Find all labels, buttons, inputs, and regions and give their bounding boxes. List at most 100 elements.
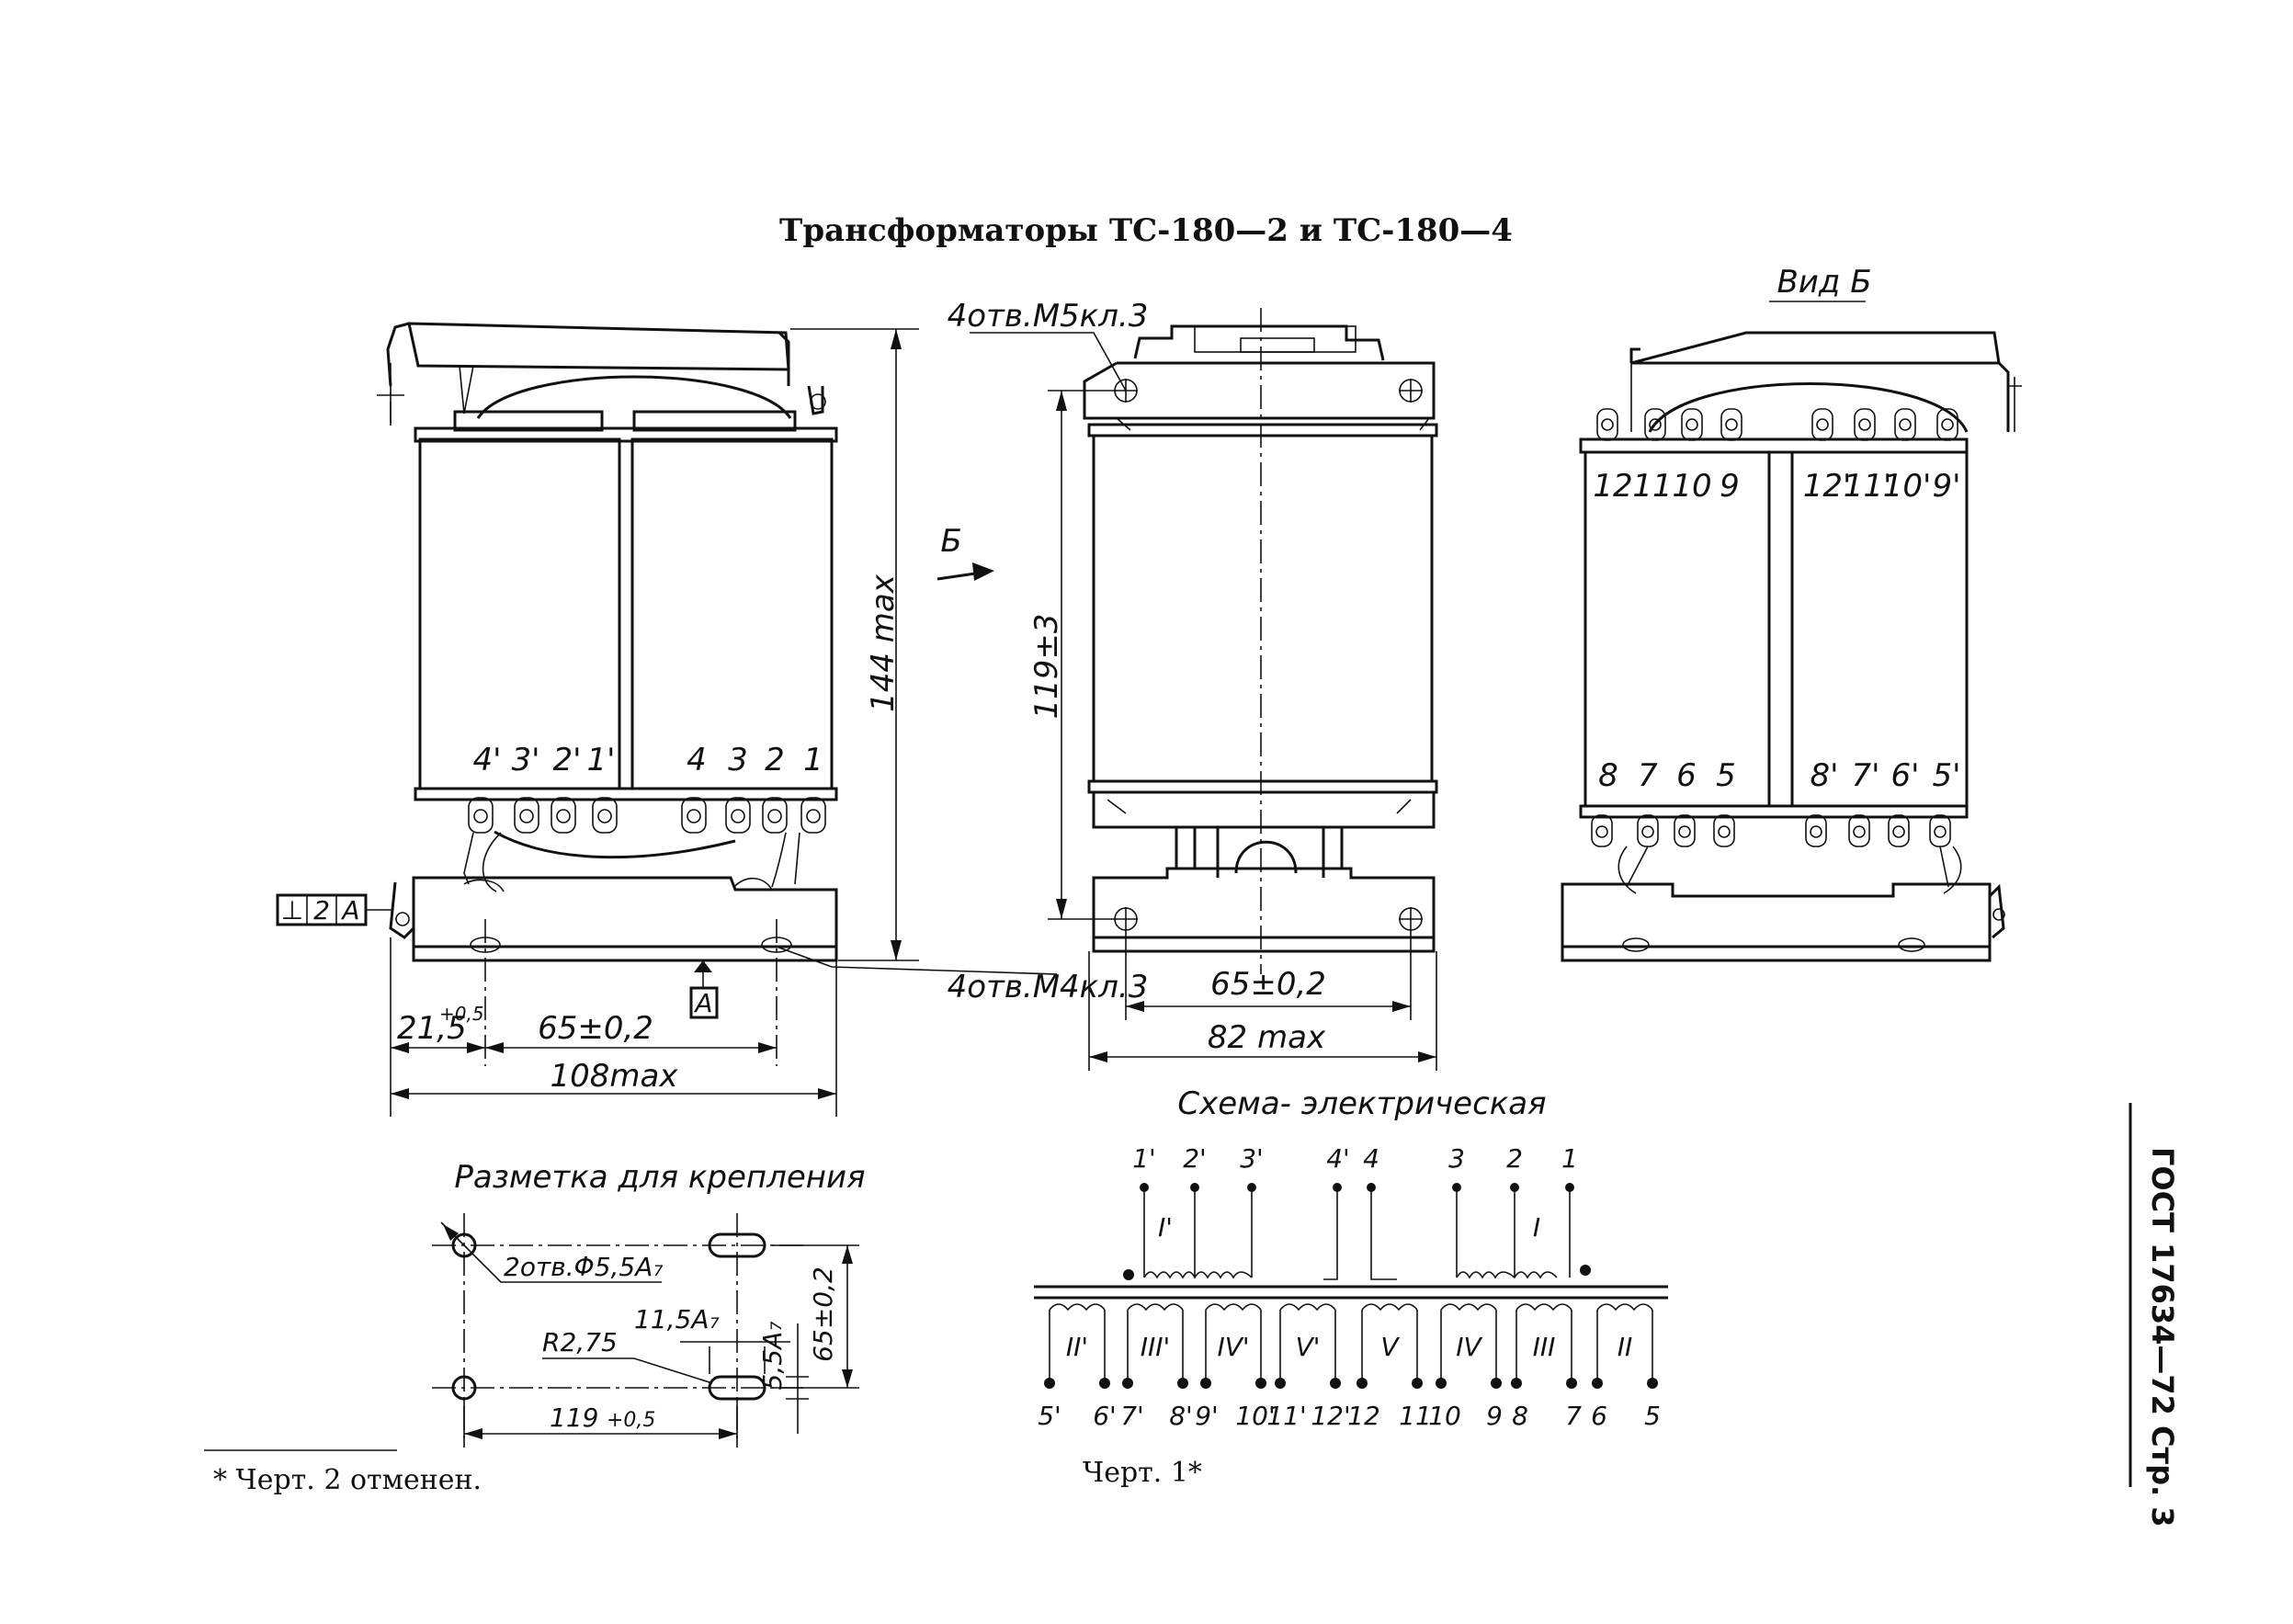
terminal-label: 3' <box>512 742 540 778</box>
terminal-label: 6' <box>1891 757 1920 794</box>
terminal-label: 6 <box>1676 757 1697 794</box>
marking-holes: 2отв.Φ5,5A₇ <box>504 1252 664 1282</box>
dim-height-144: 144 max <box>865 574 902 712</box>
scheme-terminal: 5 <box>1644 1401 1661 1431</box>
dim-pitch-side: 65±0,2 <box>1210 966 1326 1003</box>
footnote: * Черт. 2 отменен. <box>213 1464 482 1496</box>
scheme-terminal: 8 <box>1512 1401 1528 1431</box>
marking-title: Разметка для крепления <box>454 1159 865 1196</box>
marking-slot-height: 5,5A₇ <box>757 1321 788 1391</box>
secondary-label: V <box>1380 1332 1400 1362</box>
tolerance-value: 2 <box>313 895 330 926</box>
scheme-terminal: 3 <box>1448 1143 1465 1174</box>
terminal-label: 4' <box>473 742 502 778</box>
scheme-terminal: 3' <box>1240 1143 1264 1174</box>
secondary-label: V' <box>1296 1332 1321 1362</box>
scheme-bottom-terminals: 5' 6' 7' 8' 9' 10' 11' 12' 12 11 10 9 8 … <box>1038 1401 1661 1431</box>
terminal-label: 7' <box>1852 757 1880 794</box>
primary-label-right: I <box>1533 1212 1540 1243</box>
terminal-label: 2 <box>765 742 785 778</box>
side-view: 4отв.М5кл.3 119±3 65±0,2 82 max <box>948 298 1438 1071</box>
terminal-label: 9' <box>1933 468 1961 505</box>
primary-label-left: I' <box>1158 1212 1173 1243</box>
scheme-terminal: 1 <box>1561 1143 1578 1174</box>
secondary-label: II <box>1618 1332 1633 1362</box>
scheme-terminal: 6 <box>1591 1401 1607 1431</box>
mounting-marking: Разметка для крепления 2отв.Φ5,5A₇ R2,75… <box>432 1159 866 1448</box>
scheme-terminal: 7 <box>1565 1401 1582 1431</box>
side-label: ГОСТ 17634—72 Стр. 3 <box>2145 1147 2180 1527</box>
scheme-top-terminals: 1' 2' 3' 4' 4 3 2 1 <box>1132 1143 1578 1174</box>
electrical-scheme: Схема- электрическая 1' 2' 3' 4' 4 3 2 1 <box>1034 1085 1668 1431</box>
terminal-label: 1 <box>803 742 823 778</box>
front-terminals: 4' 3' 2' 1' 4 3 2 1 <box>473 742 823 778</box>
holes-note-m5: 4отв.М5кл.3 <box>948 298 1149 335</box>
scheme-terminal: 8' <box>1169 1401 1193 1431</box>
terminal-label: 8' <box>1811 757 1839 794</box>
dim-pitch-front: 65±0,2 <box>538 1010 653 1047</box>
secondary-label: IV' <box>1217 1332 1249 1362</box>
scheme-terminal: 12' <box>1311 1401 1350 1431</box>
scheme-terminal: 9 <box>1486 1401 1503 1431</box>
holes-note-m4: 4отв.М4кл.3 <box>948 969 1149 1005</box>
view-arrow-b: Б <box>936 523 994 581</box>
terminal-label: 4 <box>687 742 707 778</box>
scheme-terminal: 2 <box>1506 1143 1523 1174</box>
terminal-label: 8 <box>1598 757 1618 794</box>
document-title: Трансформаторы ТС-180—2 и ТС-180—4 <box>779 212 1513 249</box>
terminal-label: 1' <box>587 742 616 778</box>
scheme-terminal: 9' <box>1195 1401 1219 1431</box>
terminal-label: 2' <box>553 742 582 778</box>
scheme-terminal: 11 <box>1399 1401 1432 1431</box>
dim-width-108: 108max <box>551 1058 679 1095</box>
scheme-terminal: 6' <box>1093 1401 1117 1431</box>
view-b-title: Вид Б <box>1777 264 1871 301</box>
secondary-coils <box>1049 1303 1653 1383</box>
terminal-label: 11' <box>1844 468 1892 505</box>
marking-pitch-h-tol: +0,5 <box>607 1409 655 1432</box>
terminal-label: 10 <box>1672 468 1711 505</box>
scheme-terminal: 11' <box>1266 1401 1306 1431</box>
terminal-label: 3 <box>728 742 748 778</box>
terminal-label: 12' <box>1803 468 1852 505</box>
secondary-labels: II' III' IV' V' V IV III II <box>1066 1332 1632 1362</box>
front-view: 4' 3' 2' 1' 4 3 2 1 144 max 4отв.М4кл.3 … <box>276 322 1149 1117</box>
scheme-terminal: 5' <box>1038 1401 1061 1431</box>
view-b-terminals: 12 11 10 9 12' 11' 10' 9' 8 7 6 5 8' 7' … <box>1593 468 1960 794</box>
figure-label: Черт. 1* <box>1083 1457 1202 1489</box>
terminal-label: 11 <box>1632 468 1672 505</box>
tolerance-symbol: ⊥ <box>281 895 303 926</box>
terminal-label: 10' <box>1883 468 1932 505</box>
tolerance-datum: A <box>340 895 359 926</box>
terminal-label: 9 <box>1720 468 1740 505</box>
terminal-label: 7 <box>1638 757 1658 794</box>
scheme-terminal: 10 <box>1428 1401 1461 1431</box>
view-arrow-label: Б <box>940 523 961 560</box>
scheme-terminal: 12 <box>1347 1401 1380 1431</box>
marking-radius: R2,75 <box>542 1327 618 1357</box>
secondary-label: III <box>1533 1332 1556 1362</box>
dim-height-119: 119±3 <box>1028 613 1065 719</box>
dim-left-tol: +0,5 <box>439 1003 484 1025</box>
scheme-terminal: 4' <box>1326 1143 1350 1174</box>
scheme-terminal: 1' <box>1132 1143 1156 1174</box>
terminal-label: 12 <box>1593 468 1632 505</box>
marking-pitch-h: 119 <box>550 1403 598 1433</box>
terminal-label: 5' <box>1933 757 1961 794</box>
marking-pitch-v: 65±0,2 <box>808 1266 838 1362</box>
scheme-title: Схема- электрическая <box>1177 1085 1546 1122</box>
dim-left-offset: 21,5 <box>397 1010 467 1047</box>
view-b: Вид Б <box>1561 264 2022 962</box>
scheme-terminal: 7' <box>1120 1401 1144 1431</box>
dim-width-82: 82 max <box>1208 1019 1326 1056</box>
secondary-label: IV <box>1456 1332 1482 1362</box>
terminal-label: 5 <box>1716 757 1736 794</box>
tolerance-frame: ⊥ 2 A <box>276 893 393 926</box>
scheme-terminal: 10' <box>1235 1401 1275 1431</box>
datum-a: A <box>693 988 712 1018</box>
secondary-label: II' <box>1066 1332 1088 1362</box>
marking-slot-width: 11,5A₇ <box>634 1304 720 1334</box>
scheme-terminal: 2' <box>1183 1143 1207 1174</box>
scheme-terminal: 4 <box>1363 1143 1379 1174</box>
